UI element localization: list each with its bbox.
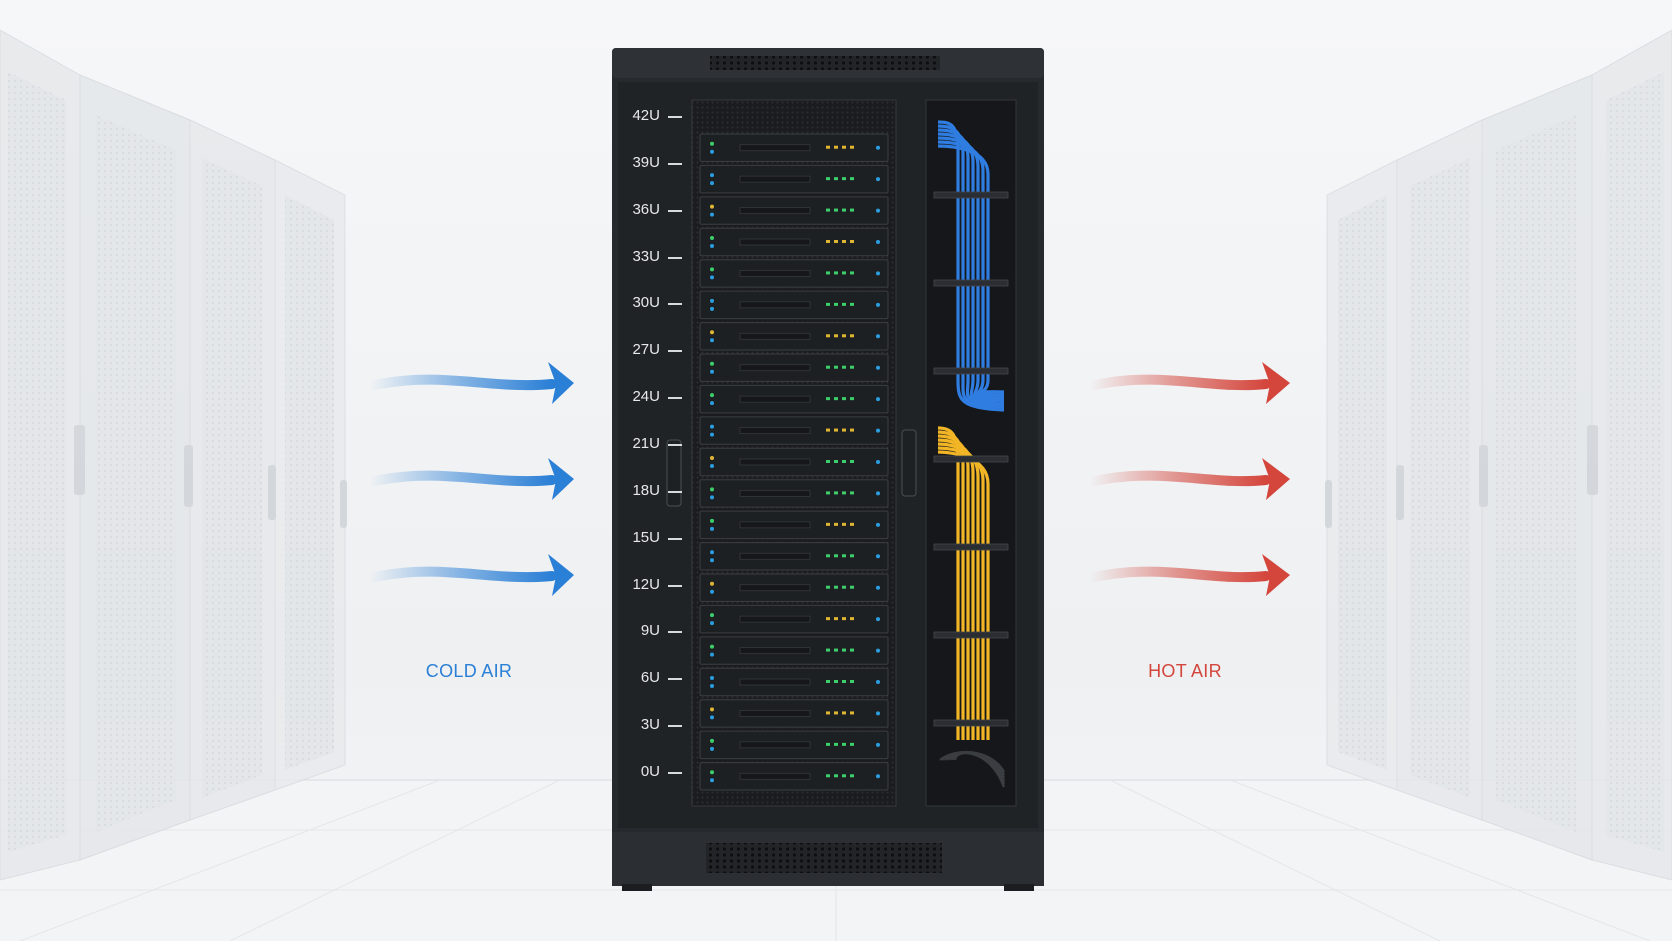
server-unit xyxy=(699,573,889,602)
cable-clip xyxy=(933,279,1009,287)
server-unit xyxy=(699,479,889,508)
rack-unit-tick xyxy=(668,584,682,587)
rack-unit-label: 6U xyxy=(640,669,660,687)
server-unit xyxy=(699,762,889,791)
rack-unit-tick xyxy=(668,678,682,681)
server-unit xyxy=(699,133,889,162)
rack-unit-label: 30U xyxy=(632,294,660,312)
server-rack xyxy=(612,48,1044,891)
rack-unit-label: 15U xyxy=(632,528,660,546)
arrow-right-icon xyxy=(1085,554,1290,596)
server-unit xyxy=(699,384,889,414)
arrow-right-icon xyxy=(365,554,574,596)
rack-unit-label: 21U xyxy=(632,435,660,452)
cable-clip xyxy=(933,719,1009,727)
rack-unit-tick xyxy=(668,350,682,353)
right-cabinet-row xyxy=(1325,29,1672,881)
rack-unit-label: 18U xyxy=(632,481,660,499)
server-unit xyxy=(699,542,889,571)
server-unit xyxy=(699,510,889,540)
server-unit xyxy=(699,290,889,320)
server-unit xyxy=(699,227,889,257)
arrow-right-icon xyxy=(365,362,574,404)
rack-unit-tick xyxy=(668,725,682,728)
server-unit xyxy=(699,604,889,634)
server-units xyxy=(699,133,889,791)
arrow-right-icon xyxy=(365,458,574,500)
blue-cable-bundle xyxy=(937,120,1005,412)
cable-bundles xyxy=(933,120,1009,788)
rack-unit-label: 36U xyxy=(632,200,660,218)
cable-clip xyxy=(933,631,1009,639)
server-unit xyxy=(699,353,889,382)
cable-clip xyxy=(933,367,1009,375)
server-unit xyxy=(699,416,889,445)
rack-unit-tick xyxy=(668,209,682,212)
rack-unit-tick xyxy=(668,631,682,634)
server-unit xyxy=(699,196,889,225)
server-unit xyxy=(699,259,889,288)
rack-unit-tick xyxy=(668,537,682,540)
rack-unit-tick xyxy=(668,772,682,774)
server-unit xyxy=(699,322,889,351)
server-unit xyxy=(699,636,889,665)
left-cabinet-row xyxy=(0,29,347,881)
rack-unit-tick xyxy=(668,116,682,118)
rack-unit-label: 27U xyxy=(632,341,660,359)
server-unit xyxy=(699,699,889,728)
server-unit xyxy=(699,667,889,697)
rack-unit-tick xyxy=(668,397,682,400)
cable-clip xyxy=(933,191,1009,199)
hot-air-label: HOT AIR xyxy=(1148,661,1222,681)
server-unit xyxy=(699,447,889,477)
rack-unit-label: 33U xyxy=(632,247,660,265)
cold-air-arrows xyxy=(365,362,574,596)
cable-clip xyxy=(933,455,1009,463)
cold-air-label: COLD AIR xyxy=(425,661,513,681)
rack-unit-label: 42U xyxy=(632,107,660,124)
rack-unit-label: 12U xyxy=(632,575,660,593)
server-unit xyxy=(699,164,889,194)
rack-unit-label: 24U xyxy=(632,388,660,406)
rack-unit-label: 39U xyxy=(632,153,660,171)
hot-air-arrows xyxy=(1085,362,1290,596)
cable-clip xyxy=(933,543,1009,551)
arrow-right-icon xyxy=(1085,362,1290,404)
rack-unit-tick xyxy=(668,490,682,493)
rack-unit-tick xyxy=(668,162,682,165)
rack-unit-label: 0U xyxy=(640,763,660,780)
arrow-right-icon xyxy=(1085,458,1290,500)
rack-unit-tick xyxy=(668,303,682,306)
rack-unit-tick xyxy=(668,256,682,259)
rack-unit-label: 9U xyxy=(640,622,660,640)
server-unit xyxy=(699,730,889,760)
rack-unit-label: 3U xyxy=(640,716,660,734)
black-cable-bundle xyxy=(939,750,1006,788)
rack-unit-tick xyxy=(668,444,682,446)
